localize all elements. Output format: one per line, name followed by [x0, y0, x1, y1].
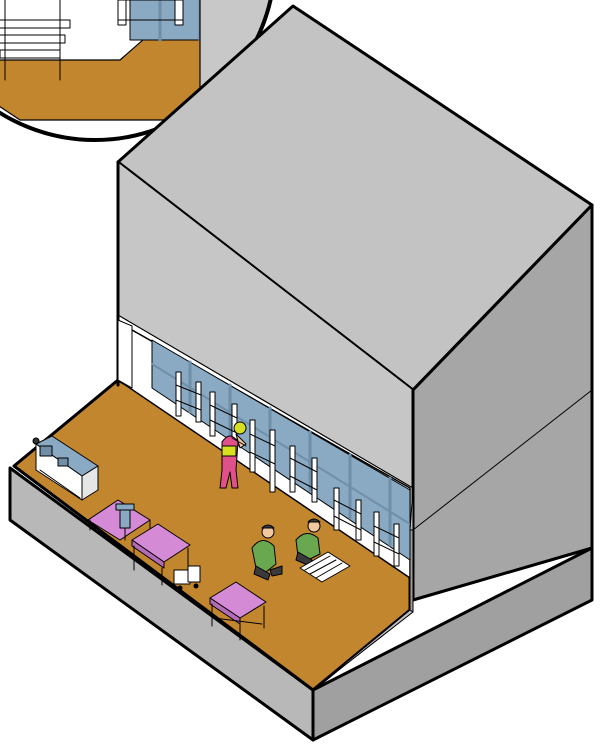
opening-jamb	[118, 320, 132, 388]
helmet	[234, 422, 246, 434]
